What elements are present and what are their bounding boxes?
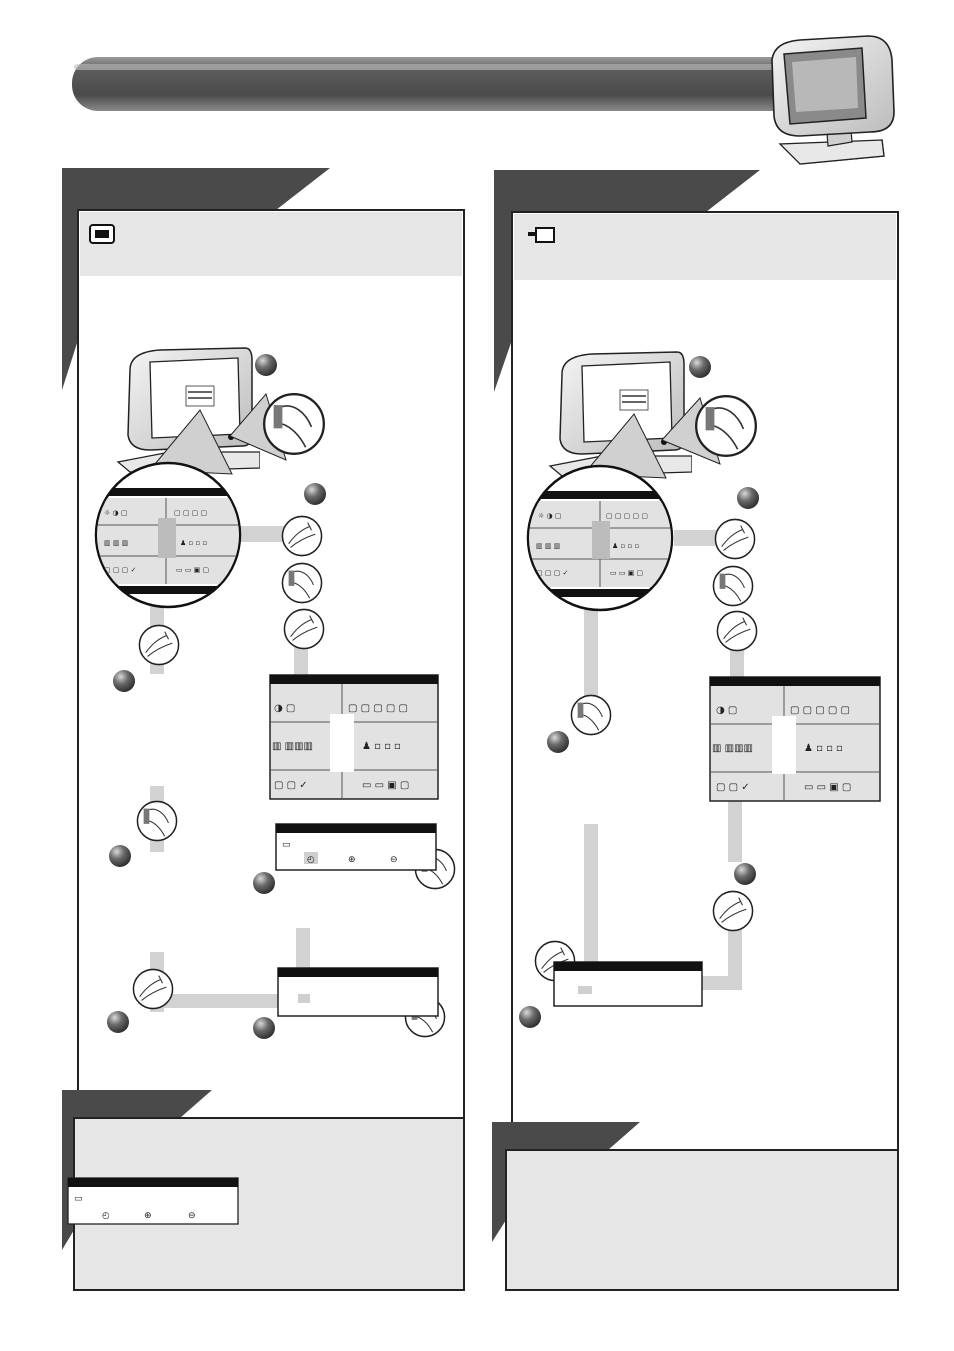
osd-adjust-bar — [553, 961, 703, 1007]
finger-press-icon — [716, 610, 758, 652]
step-ball-4 — [109, 845, 131, 867]
svg-text:⊕: ⊕ — [144, 1211, 152, 1221]
osd-submenu: ▭ ◴ ⊕ ⊖ — [275, 823, 437, 871]
monitor-screen-icon — [89, 224, 115, 244]
svg-text:▢ ▢ ▢ ✓: ▢ ▢ ▢ ✓ — [536, 569, 568, 577]
svg-text:▥ ▥▥▥: ▥ ▥▥▥ — [712, 743, 753, 754]
svg-text:▢ ▢ ✓: ▢ ▢ ✓ — [716, 782, 750, 793]
svg-text:▢ ▢ ▢ ▢ ▢: ▢ ▢ ▢ ▢ ▢ — [348, 703, 408, 714]
osd-main-menu: ◑ ▢ ▢ ▢ ▢ ▢ ▢ ▥ ▥▥▥ ♟ ▫ ▫ ▫ ▢ ▢ ✓ ▭ ▭ ▣ … — [709, 676, 881, 802]
step-ball-2 — [737, 487, 759, 509]
finger-press-icon — [570, 694, 612, 736]
svg-text:⊖: ⊖ — [390, 855, 398, 865]
step-ball-5 — [253, 872, 275, 894]
svg-text:▭ ▭ ▣ ▢: ▭ ▭ ▣ ▢ — [362, 780, 409, 791]
svg-text:▭: ▭ — [74, 1194, 83, 1204]
svg-text:▢ ▢ ▢ ✓: ▢ ▢ ▢ ✓ — [104, 566, 136, 574]
svg-text:◴: ◴ — [307, 855, 315, 865]
svg-text:▢ ▢ ▢ ▢ ▢: ▢ ▢ ▢ ▢ ▢ — [790, 705, 850, 716]
svg-text:⊕: ⊕ — [348, 855, 356, 865]
title-bar — [72, 57, 842, 111]
step-ball-2 — [304, 483, 326, 505]
step-ball-1 — [689, 356, 711, 378]
svg-text:◑ ▢: ◑ ▢ — [274, 703, 295, 714]
step-ball-7 — [253, 1017, 275, 1039]
svg-text:▭: ▭ — [282, 840, 291, 850]
svg-text:▥ ▥▥▥: ▥ ▥▥▥ — [272, 741, 313, 752]
svg-text:♟ ▫ ▫ ▫: ♟ ▫ ▫ ▫ — [362, 741, 401, 752]
right-note — [492, 1122, 899, 1291]
svg-text:◑ ▢: ◑ ▢ — [716, 705, 737, 716]
svg-text:⊖: ⊖ — [188, 1211, 196, 1221]
crt-monitor-icon — [771, 35, 895, 165]
finger-press-icon — [714, 518, 756, 560]
osd-adjust-bar — [277, 967, 439, 1017]
svg-text:▢ ▢ ▢ ▢: ▢ ▢ ▢ ▢ — [174, 509, 207, 517]
step-ball-3 — [547, 731, 569, 753]
svg-text:☼ ◑ ▢: ☼ ◑ ▢ — [104, 509, 127, 517]
svg-text:▭ ▭ ▣ ▢: ▭ ▭ ▣ ▢ — [804, 782, 851, 793]
left-note: ▭ ◴ ⊕ ⊖ — [62, 1090, 465, 1291]
svg-text:▢ ▢ ▢ ▢ ▢: ▢ ▢ ▢ ▢ ▢ — [606, 512, 648, 520]
svg-text:▥ ▥ ▥: ▥ ▥ ▥ — [536, 542, 560, 550]
finger-press-icon — [136, 800, 178, 842]
menu-magnifier: ☼ ◑ ▢ ▢ ▢ ▢ ▢ ▥ ▥ ▥ ♟ ▫ ▫ ▫ ▢ ▢ ▢ ✓ ▭ ▭ … — [94, 461, 242, 609]
finger-press-icon — [712, 890, 754, 932]
svg-text:♟ ▫ ▫ ▫: ♟ ▫ ▫ ▫ — [180, 539, 207, 547]
osd-main-menu: ◑ ▢ ▢ ▢ ▢ ▢ ▢ ▥ ▥▥▥ ♟ ▫ ▫ ▫ ▢ ▢ ✓ ▭ ▭ ▣ … — [269, 674, 439, 800]
left-panel: ☼ ◑ ▢ ▢ ▢ ▢ ▢ ▥ ▥ ▥ ♟ ▫ ▫ ▫ ▢ ▢ ▢ ✓ ▭ ▭ … — [62, 168, 465, 1119]
svg-text:☼ ◑ ▢: ☼ ◑ ▢ — [538, 512, 561, 520]
right-panel: ☼ ◑ ▢ ▢ ▢ ▢ ▢ ▢ ▥ ▥ ▥ ♟ ▫ ▫ ▫ ▢ ▢ ▢ ✓ ▭ … — [494, 170, 899, 1151]
svg-text:◴: ◴ — [102, 1211, 110, 1221]
step-ball-3 — [113, 670, 135, 692]
finger-press-icon — [281, 562, 323, 604]
svg-text:▢ ▢ ✓: ▢ ▢ ✓ — [274, 780, 308, 791]
finger-press-icon — [138, 624, 180, 666]
finger-press-icon — [283, 608, 325, 650]
svg-text:♟ ▫ ▫ ▫: ♟ ▫ ▫ ▫ — [804, 743, 843, 754]
finger-press-icon — [132, 968, 174, 1010]
finger-press-icon — [281, 515, 323, 557]
step-ball-4 — [734, 863, 756, 885]
menu-magnifier: ☼ ◑ ▢ ▢ ▢ ▢ ▢ ▢ ▥ ▥ ▥ ♟ ▫ ▫ ▫ ▢ ▢ ▢ ✓ ▭ … — [526, 464, 674, 612]
step-ball-5 — [519, 1006, 541, 1028]
svg-text:♟ ▫ ▫ ▫: ♟ ▫ ▫ ▫ — [612, 542, 639, 550]
step-ball-1 — [255, 354, 277, 376]
svg-text:▥ ▥ ▥: ▥ ▥ ▥ — [104, 539, 128, 547]
svg-text:▭ ▭ ▣ ▢: ▭ ▭ ▣ ▢ — [176, 566, 209, 574]
screen-position-icon — [528, 227, 555, 243]
finger-press-icon — [712, 565, 754, 607]
svg-text:▭ ▭ ▣ ▢: ▭ ▭ ▣ ▢ — [610, 569, 643, 577]
step-ball-6 — [107, 1011, 129, 1033]
